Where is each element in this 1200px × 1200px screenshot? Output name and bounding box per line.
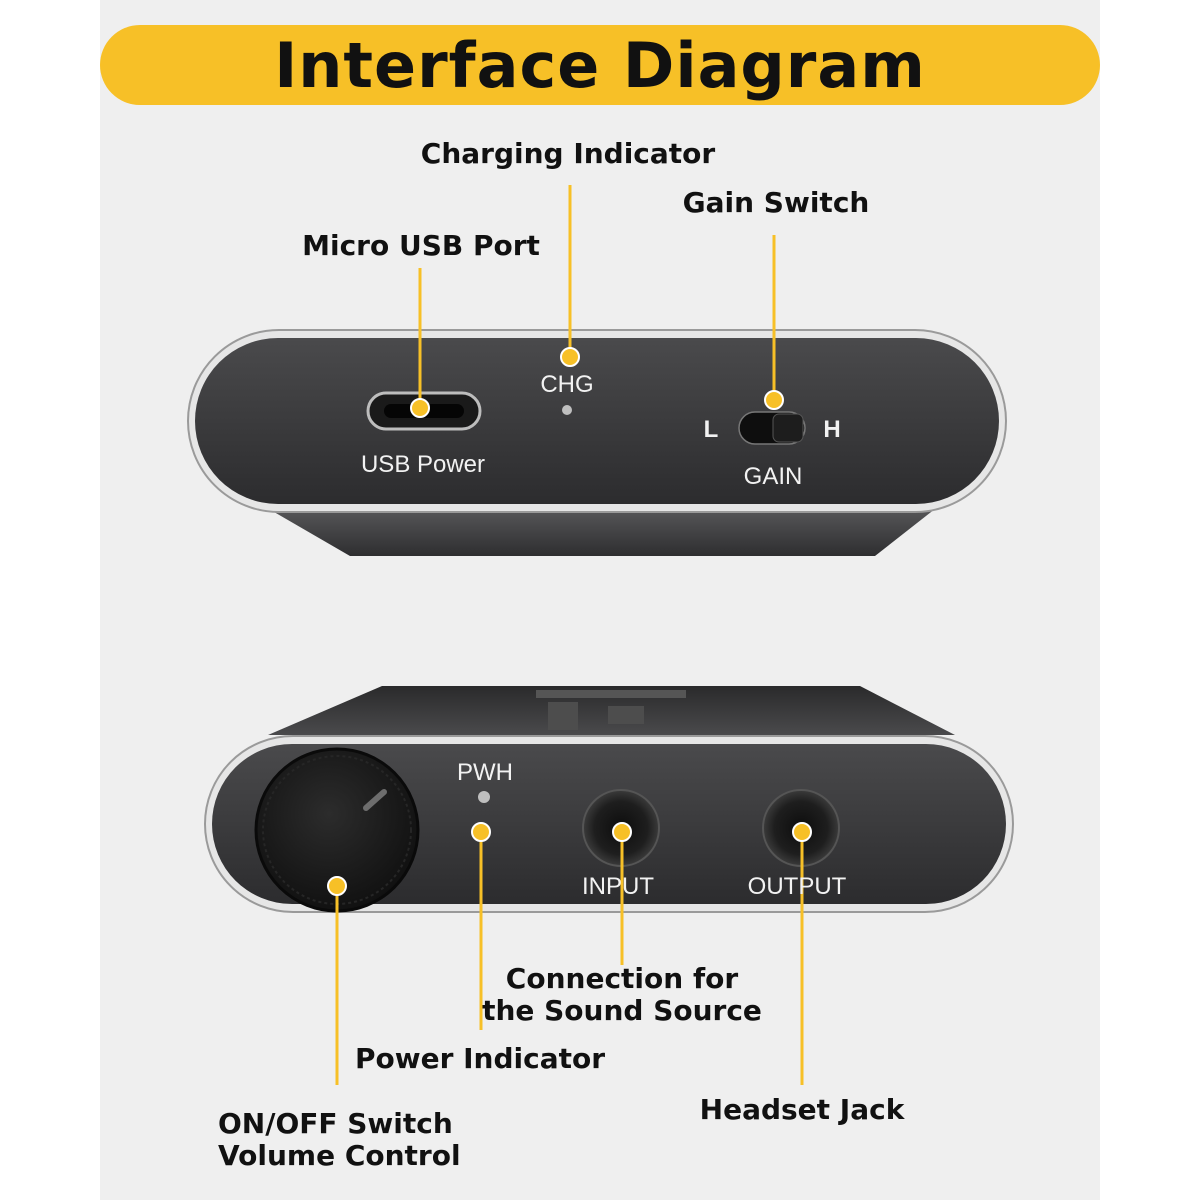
callout-onoff-volume: ON/OFF Switch Volume Control (218, 1108, 461, 1172)
callout-dot-gain (764, 390, 784, 410)
callout-sound-source-line2: the Sound Source (482, 994, 762, 1027)
callout-dot-knob (327, 876, 347, 896)
chg-label: CHG (540, 371, 594, 398)
callout-sound-source-line1: Connection for (505, 962, 739, 995)
callout-dot-input (612, 822, 632, 842)
title-banner: Interface Diagram (100, 25, 1100, 105)
power-led (478, 791, 490, 803)
gain-switch (738, 411, 806, 445)
callout-power-indicator: Power Indicator (354, 1042, 606, 1075)
usb-power-label: USB Power (360, 451, 486, 478)
callout-charging-indicator: Charging Indicator (420, 137, 716, 170)
background-panel (100, 0, 1100, 1200)
gain-low-label: L (703, 416, 719, 443)
callout-dot-usb (410, 398, 430, 418)
top-device-body (187, 329, 1007, 556)
callout-onoff-line2: Volume Control (218, 1139, 461, 1172)
callout-onoff-line1: ON/OFF Switch (218, 1107, 453, 1140)
callout-dot-pwh (471, 822, 491, 842)
callout-gain-switch: Gain Switch (682, 186, 870, 219)
callout-lines (335, 185, 804, 1085)
callout-dots (327, 347, 812, 896)
callout-dot-output (792, 822, 812, 842)
input-label: INPUT (582, 873, 654, 900)
gain-label: GAIN (743, 463, 803, 490)
output-label: OUTPUT (747, 873, 847, 900)
callout-sound-source: Connection for the Sound Source (482, 963, 762, 1027)
callout-dot-chg (560, 347, 580, 367)
gain-high-label: H (823, 416, 841, 443)
charging-led (562, 405, 572, 415)
page-title: Interface Diagram (274, 28, 926, 102)
pwh-label: PWH (457, 759, 513, 786)
callout-micro-usb-port: Micro USB Port (302, 229, 540, 262)
callout-headset-jack: Headset Jack (699, 1093, 905, 1126)
